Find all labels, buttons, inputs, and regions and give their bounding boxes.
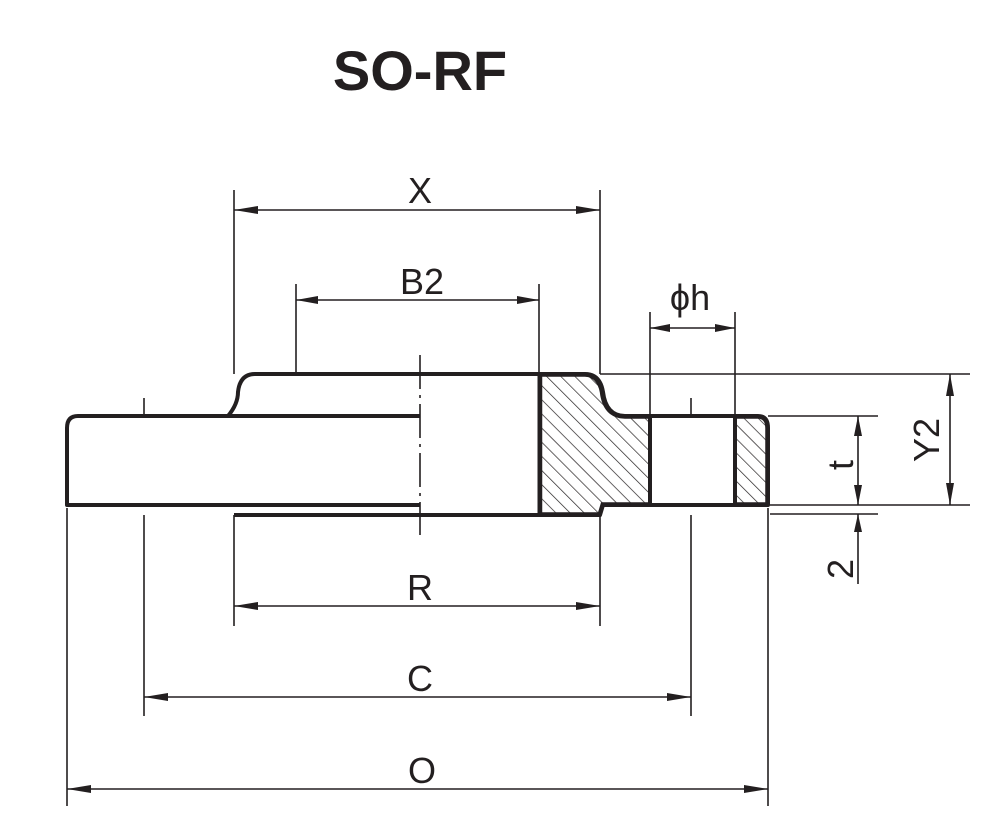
dim-label-t: t <box>820 460 861 470</box>
dim-label-gap: 2 <box>820 559 861 579</box>
dim-label-o: O <box>408 750 436 791</box>
dim-label-y2: Y2 <box>906 418 947 462</box>
dim-label-r: R <box>407 567 433 608</box>
flange-section <box>65 355 770 535</box>
page-title: SO-RF <box>333 39 507 102</box>
dim-label-x: X <box>408 170 432 211</box>
dim-label-bolt-hole: ϕh <box>670 277 710 318</box>
dim-label-b2: B2 <box>400 261 444 302</box>
arrowheads <box>67 206 954 793</box>
dim-label-c: C <box>407 658 433 699</box>
